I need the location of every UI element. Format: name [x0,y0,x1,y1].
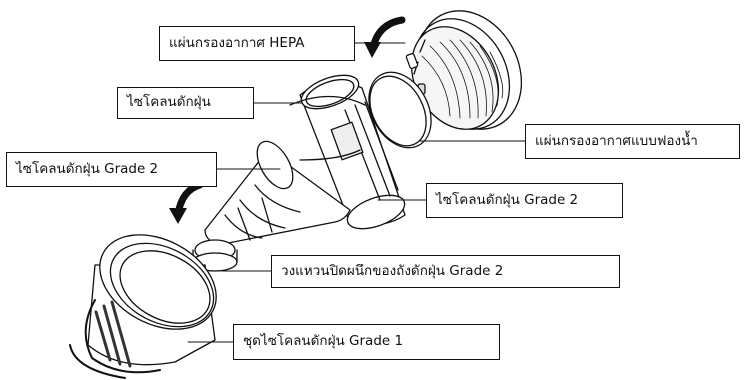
foam-filter-part [368,71,432,149]
rotate-arrow-icon [364,16,406,58]
label-seal-ring: วงแหวนปิดผนึกของถังดักฝุ่น Grade 2 [271,255,620,288]
label-foam-filter: แผ่นกรองอากาศแบบฟองน้ำ [525,124,740,159]
cyclone-cone-part [192,140,351,272]
label-cyclone-grade2-left: ไซโคลนดักฝุ่น Grade 2 [6,152,217,187]
label-cyclone-grade1: ชุดไซโคลนดักฝุ่น Grade 1 [233,324,500,360]
cyclone-grade1-part [69,234,217,379]
label-cyclone-grade2-right: ไซโคลนดักฝุ่น Grade 2 [426,183,623,218]
label-hepa-filter: แผ่นกรองอากาศ HEPA [159,26,355,61]
cyclone-top-part [289,74,406,230]
leader-lines [187,42,526,343]
rotate-arrow-icon [169,181,204,224]
label-cyclone: ไซโคลนดักฝุ่น [117,87,254,119]
hepa-filter-part [405,10,523,130]
